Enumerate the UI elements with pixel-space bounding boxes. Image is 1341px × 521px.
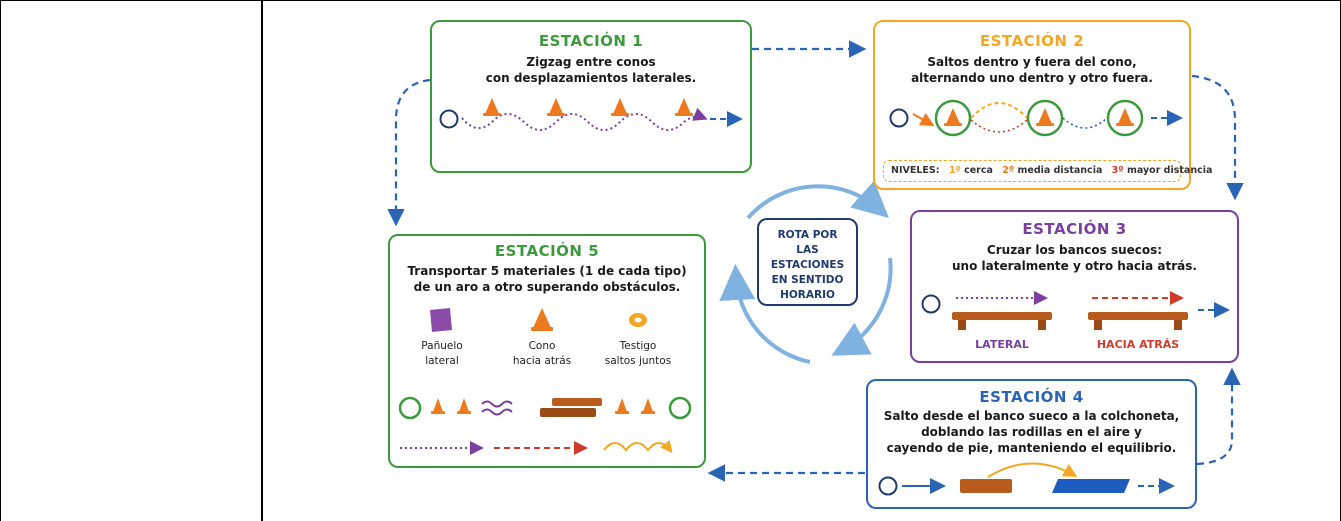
cone-icon — [1116, 108, 1134, 126]
cone-icon — [1036, 108, 1054, 126]
station-4-title: ESTACIÓN 4 — [979, 388, 1084, 406]
cone-icon — [457, 398, 471, 414]
bench-icon — [952, 312, 1052, 330]
arrow-e5-to-e1 — [387, 78, 431, 227]
station-1-line-2: con desplazamientos laterales. — [485, 71, 697, 85]
station-1-diagram — [439, 98, 743, 131]
level-1-text: cerca — [964, 165, 993, 176]
cone-icon — [641, 398, 655, 414]
center-line-3: EN SENTIDO — [771, 274, 844, 286]
materials-icons — [430, 308, 647, 332]
end-hoop-icon — [668, 396, 692, 420]
levels-box: NIVELES: 1º cerca 2º media distancia 3º … — [883, 160, 1212, 182]
station-2-title: ESTACIÓN 2 — [979, 32, 1085, 50]
cone-icon — [675, 98, 693, 116]
start-hoop-icon — [439, 109, 459, 129]
material-2-name: Cono — [528, 340, 556, 352]
cone-icon — [483, 98, 501, 116]
station-1-card: ESTACIÓN 1 Zigzag entre conos con despla… — [430, 20, 752, 173]
zigzag-path — [461, 107, 708, 131]
level-3-text: mayor distancia — [1126, 165, 1213, 176]
station-2-line-2: alternando uno dentro y otro fuera. — [911, 71, 1153, 85]
cone-icon — [431, 398, 445, 414]
cone-icon — [944, 108, 962, 126]
hop-arcs — [603, 440, 673, 454]
station-4-line-2: doblando las rodillas en el aire y — [921, 425, 1142, 439]
jump-arc — [987, 462, 1078, 478]
hoop-icon — [934, 99, 972, 137]
baton-icon — [629, 313, 647, 327]
material-1-detail: lateral — [425, 355, 459, 367]
station-3-line-2: uno lateralmente y otro hacia atrás. — [952, 259, 1197, 273]
jump-arc — [970, 102, 1028, 119]
rotation-arrow-right — [831, 257, 893, 356]
rotation-center-label: ROTA POR LAS ESTACIONES EN SENTIDO HORAR… — [757, 218, 858, 306]
station-2-diagram — [889, 99, 1183, 137]
wave-line — [481, 408, 513, 416]
station-5-card: ESTACIÓN 5 Transportar 5 materiales (1 d… — [388, 234, 706, 468]
start-hoop-icon — [921, 294, 941, 314]
levels-label: NIVELES: — [891, 165, 940, 176]
bench-stack-icon — [540, 398, 602, 417]
levels-row: NIVELES: 1º cerca 2º media distancia 3º … — [891, 165, 1218, 176]
jump-arc — [1062, 117, 1108, 129]
station-3-diagram — [921, 291, 1230, 330]
center-line-4: HORARIO — [780, 289, 835, 301]
table-column-divider — [261, 0, 263, 521]
station-1-line-1: Zigzag entre conos — [526, 55, 656, 69]
material-2-detail: hacia atrás — [512, 355, 572, 367]
cone-icon — [531, 308, 553, 331]
start-hoop-icon — [878, 476, 898, 496]
rotation-arrow-top — [746, 180, 889, 220]
arrow-e4-to-e3 — [1196, 367, 1241, 466]
cone-icon — [611, 98, 629, 116]
station-3-card: ESTACIÓN 3 Cruzar los bancos suecos: uno… — [910, 210, 1239, 363]
jump-arc — [970, 119, 1028, 133]
station-3-line-1: Cruzar los bancos suecos: — [986, 243, 1163, 257]
start-hoop-icon — [889, 108, 909, 128]
level-1-number: 1º — [948, 165, 961, 176]
scarf-icon — [430, 308, 452, 332]
level-2-text: media distancia — [1017, 165, 1103, 176]
station-3-title: ESTACIÓN 3 — [1022, 220, 1127, 238]
station-4-line-3: cayendo de pie, manteniendo el equilibri… — [886, 441, 1177, 455]
rotation-arrow-bottom — [719, 264, 811, 364]
station-4-card: ESTACIÓN 4 Salto desde el banco sueco a … — [866, 379, 1197, 509]
center-line-2: LAS ESTACIONES — [770, 244, 845, 271]
arrow-e2-to-e3 — [1191, 74, 1244, 201]
mat-icon — [1052, 479, 1130, 493]
level-2-number: 2º — [1002, 165, 1015, 176]
hoop-icon — [1026, 99, 1064, 137]
center-line-1: ROTA POR — [777, 229, 838, 241]
station-2-card: ESTACIÓN 2 Saltos dentro y fuera del con… — [873, 20, 1212, 190]
station-2-line-1: Saltos dentro y fuera del cono, — [927, 55, 1137, 69]
hoop-icon — [1106, 99, 1144, 137]
material-3-name: Testigo — [619, 340, 657, 352]
station-5-line-2: de un aro a otro superando obstáculos. — [413, 280, 681, 294]
material-1-name: Pañuelo — [421, 340, 463, 352]
level-3-number: 3º — [1111, 165, 1124, 176]
lateral-label: LATERAL — [975, 338, 1029, 351]
start-hoop-icon — [398, 396, 422, 420]
cone-icon — [615, 398, 629, 414]
wave-line — [481, 400, 513, 408]
entry-arrow — [912, 113, 935, 126]
station-1-title: ESTACIÓN 1 — [538, 32, 644, 50]
bench-icon — [960, 479, 1012, 493]
station-5-title: ESTACIÓN 5 — [494, 242, 600, 260]
station-5-diagram — [398, 396, 692, 455]
material-3-detail: saltos juntos — [604, 355, 672, 367]
station-4-line-1: Salto desde el banco sueco a la colchone… — [883, 409, 1180, 423]
bench-icon — [1088, 312, 1188, 330]
cone-icon — [547, 98, 565, 116]
station-5-line-1: Transportar 5 materiales (1 de cada tipo… — [407, 264, 687, 278]
station-4-diagram — [878, 462, 1175, 496]
backward-label: HACIA ATRÁS — [1096, 338, 1180, 351]
